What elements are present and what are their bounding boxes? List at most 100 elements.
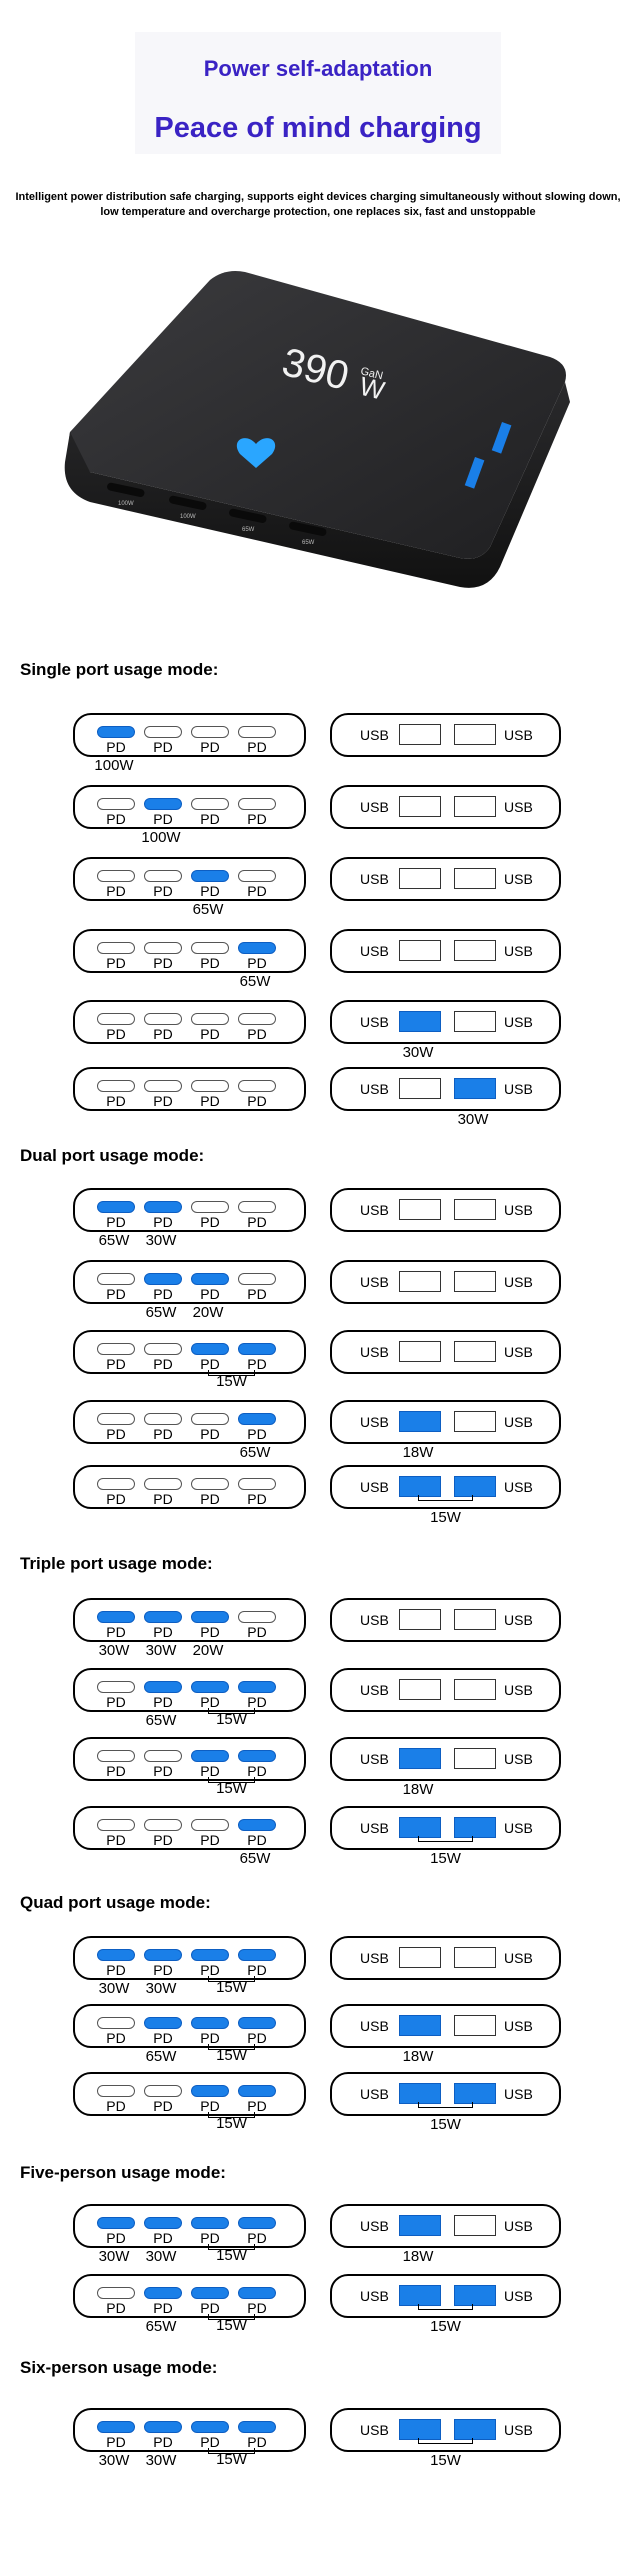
pd-port-label: PD xyxy=(247,2300,267,2316)
pd-port-label: PD xyxy=(153,2030,173,2046)
usb-port-2 xyxy=(454,724,496,745)
pd-port-2 xyxy=(144,1413,182,1425)
pd-port-4 xyxy=(238,1819,276,1831)
pd-wattage-label: 65W xyxy=(145,2318,177,2335)
usb-label-right: USB xyxy=(504,799,533,815)
usb-port-1 xyxy=(399,796,441,817)
pairing-bracket xyxy=(208,2448,255,2454)
usb-port-1 xyxy=(399,1011,441,1032)
usb-label-right: USB xyxy=(504,1682,533,1698)
usb-port-panel: USB USB xyxy=(330,2274,561,2318)
pd-port-3 xyxy=(191,1201,229,1213)
pd-port-label: PD xyxy=(153,739,173,755)
pd-port-4 xyxy=(238,2085,276,2097)
pd-port-label: PD xyxy=(247,1763,267,1779)
usb-port-2 xyxy=(454,1817,496,1838)
pd-port-label: PD xyxy=(247,1832,267,1848)
pairing-bracket xyxy=(208,1370,255,1376)
usb-port-1 xyxy=(399,2215,441,2236)
pd-port-3 xyxy=(191,1343,229,1355)
usb-port-1 xyxy=(399,940,441,961)
pd-port-label: PD xyxy=(153,955,173,971)
pairing-bracket xyxy=(208,2314,255,2320)
pd-port-label: PD xyxy=(200,1763,220,1779)
pd-port-1 xyxy=(97,1681,135,1693)
pd-port-4 xyxy=(238,1611,276,1623)
pd-port-4 xyxy=(238,1273,276,1285)
hero-band xyxy=(135,32,501,154)
usb-label-left: USB xyxy=(360,2288,389,2304)
pairing-bracket xyxy=(208,1976,255,1982)
pd-port-2 xyxy=(144,2085,182,2097)
pairing-bracket xyxy=(208,1777,255,1783)
usb-port-2 xyxy=(454,2419,496,2440)
usb-label-left: USB xyxy=(360,2422,389,2438)
pd-port-label: PD xyxy=(200,1962,220,1978)
pairing-bracket xyxy=(208,2112,255,2118)
hero-subtitle: Power self-adaptation xyxy=(203,56,433,81)
pairing-bracket xyxy=(418,2102,473,2108)
pd-port-1 xyxy=(97,798,135,810)
pd-port-label: PD xyxy=(106,2098,126,2114)
pd-port-3 xyxy=(191,2421,229,2433)
pd-port-4 xyxy=(238,1013,276,1025)
usb-port-2 xyxy=(454,796,496,817)
pd-port-4 xyxy=(238,1750,276,1762)
usb-port-1 xyxy=(399,1271,441,1292)
pd-port-2 xyxy=(144,1080,182,1092)
usb-wattage-label: 30W xyxy=(402,1044,434,1061)
pd-port-4 xyxy=(238,870,276,882)
section-title: Six-person usage mode: xyxy=(20,2358,218,2377)
pd-wattage-label: 15W xyxy=(216,1780,247,1797)
pd-port-label: PD xyxy=(106,1426,126,1442)
pd-wattage-label: 20W xyxy=(192,1642,224,1659)
pd-port-1 xyxy=(97,726,135,738)
usb-label-right: USB xyxy=(504,2288,533,2304)
pd-port-label: PD xyxy=(106,2030,126,2046)
port-label-1: 100W xyxy=(118,501,134,507)
usb-port-2 xyxy=(454,1078,496,1099)
pd-port-1 xyxy=(97,1413,135,1425)
pd-port-label: PD xyxy=(106,1763,126,1779)
usb-wattage-label: 15W xyxy=(430,1509,461,1526)
pd-port-2 xyxy=(144,2017,182,2029)
pd-port-label: PD xyxy=(247,1624,267,1640)
pd-wattage-label: 30W xyxy=(98,1642,130,1659)
usb-port-2 xyxy=(454,2215,496,2236)
charger-product-image: 390 W GaN 100W 100W 65W 65W xyxy=(64,271,570,588)
pd-port-3 xyxy=(191,1750,229,1762)
pd-port-1 xyxy=(97,1343,135,1355)
pd-wattage-label: 15W xyxy=(216,2317,247,2334)
section-title: Dual port usage mode: xyxy=(20,1146,205,1165)
hero-description: Intelligent power distribution safe char… xyxy=(15,191,621,218)
pd-port-label: PD xyxy=(106,2434,126,2450)
pd-port-2 xyxy=(144,798,182,810)
usb-port-2 xyxy=(454,1748,496,1769)
usb-label-right: USB xyxy=(504,1081,533,1097)
pd-port-label: PD xyxy=(106,1286,126,1302)
usb-port-1 xyxy=(399,1411,441,1432)
pd-port-1 xyxy=(97,942,135,954)
pd-port-label: PD xyxy=(200,1093,220,1109)
pairing-bracket xyxy=(418,2304,473,2310)
pd-wattage-label: 30W xyxy=(98,2248,130,2265)
charger-top-surface xyxy=(69,271,566,559)
pairing-bracket xyxy=(208,1708,255,1714)
usb-label-right: USB xyxy=(504,1014,533,1030)
usb-label-left: USB xyxy=(360,1820,389,1836)
usb-port-2 xyxy=(454,2285,496,2306)
pd-port-label: PD xyxy=(153,1093,173,1109)
pd-port-label: PD xyxy=(200,883,220,899)
pd-port-label: PD xyxy=(247,1286,267,1302)
pd-wattage-label: 15W xyxy=(216,1979,247,1996)
pairing-bracket xyxy=(208,2244,255,2250)
